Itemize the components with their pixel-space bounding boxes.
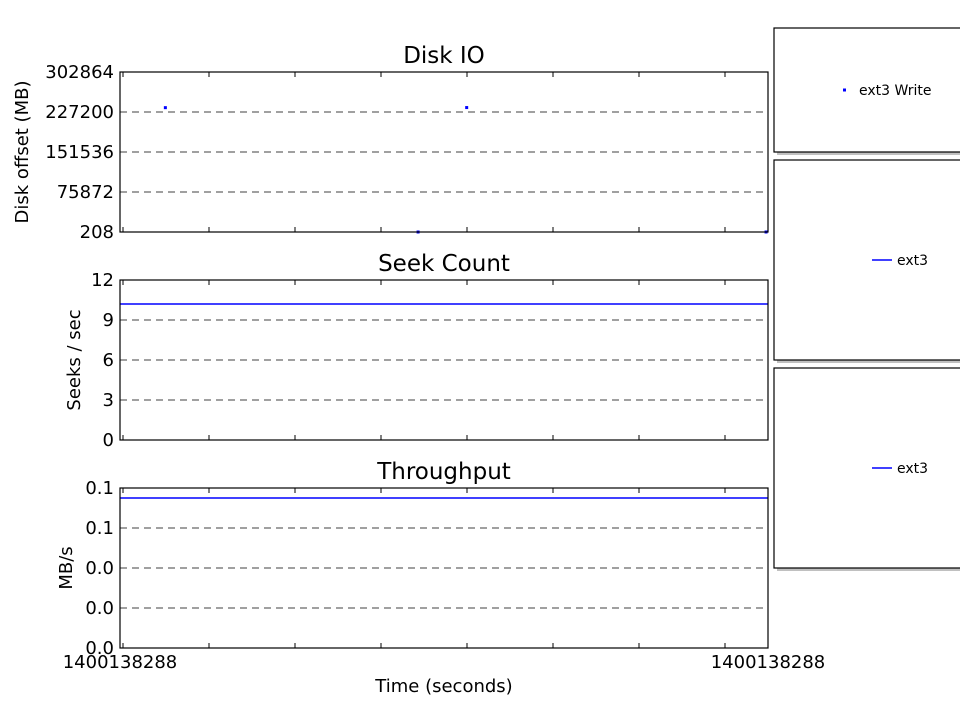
x-tick-label: 1400138288 <box>63 652 178 673</box>
x-tick-label: 1400138288 <box>711 652 826 673</box>
plot-frame <box>119 487 769 649</box>
y-tick-label: 12 <box>91 270 114 291</box>
legend-label: ext3 Write <box>859 83 931 99</box>
legend-label: ext3 <box>897 253 928 269</box>
y-tick-label: 208 <box>80 222 114 243</box>
legend-box <box>773 27 960 153</box>
y-tick-label: 0.1 <box>85 478 114 499</box>
y-tick-labels: 12 9 6 3 0 <box>91 270 114 451</box>
y-tick-label: 0.0 <box>85 598 114 619</box>
panel-seek-count: Seek Count 12 9 6 3 0 Seeks / sec <box>64 251 769 451</box>
y-tick-label: 75872 <box>57 182 114 203</box>
y-tick-label: 151536 <box>45 142 114 163</box>
series-marks <box>163 106 768 234</box>
grid-lines <box>120 527 768 609</box>
y-tick-label: 227200 <box>45 102 114 123</box>
legends: ext3 Write ext3 ext3 <box>773 27 960 571</box>
chart-title: Disk IO <box>403 43 485 69</box>
legend: ext3 Write <box>773 27 960 155</box>
y-tick-label: 6 <box>103 350 114 371</box>
y-tick-label: 0.0 <box>85 638 114 659</box>
legend-box <box>773 367 960 569</box>
y-tick-labels: 302864 227200 151536 75872 208 <box>45 62 114 243</box>
y-tick-label: 3 <box>103 390 114 411</box>
x-axis-label: Time (seconds) <box>374 676 512 697</box>
y-tick-label: 0 <box>103 430 114 451</box>
legend: ext3 <box>773 367 960 571</box>
x-ticks <box>122 488 726 648</box>
grid-lines <box>120 111 768 193</box>
legend: ext3 <box>773 159 960 363</box>
legend-label: ext3 <box>897 461 928 477</box>
y-tick-label: 302864 <box>45 62 114 83</box>
y-axis-label: Disk offset (MB) <box>12 81 33 224</box>
chart-title: Seek Count <box>378 251 510 277</box>
grid-lines <box>120 319 768 401</box>
panel-disk-io: Disk IO 302864 227200 151536 75872 208 Disk … <box>12 43 769 243</box>
chart-title: Throughput <box>376 459 511 485</box>
y-tick-label: 9 <box>103 310 114 331</box>
legend-box <box>773 159 960 361</box>
data-point <box>465 106 469 110</box>
x-ticks <box>122 72 726 232</box>
y-axis-label: Seeks / sec <box>64 309 85 410</box>
y-tick-label: 0.0 <box>85 558 114 579</box>
y-tick-labels: 0.1 0.1 0.0 0.0 0.0 <box>85 478 114 659</box>
panel-throughput: Throughput 0.1 0.1 0.0 0.0 0.0 MB/s 14001382… <box>56 459 825 697</box>
y-axis-label: MB/s <box>56 546 77 589</box>
data-point <box>163 106 167 110</box>
plot-frame <box>119 71 769 233</box>
x-ticks <box>122 280 726 440</box>
x-tick-labels: 1400138288 1400138288 <box>63 652 826 673</box>
plot-frame <box>119 279 769 441</box>
legend-marker <box>843 88 846 92</box>
y-tick-label: 0.1 <box>85 518 114 539</box>
